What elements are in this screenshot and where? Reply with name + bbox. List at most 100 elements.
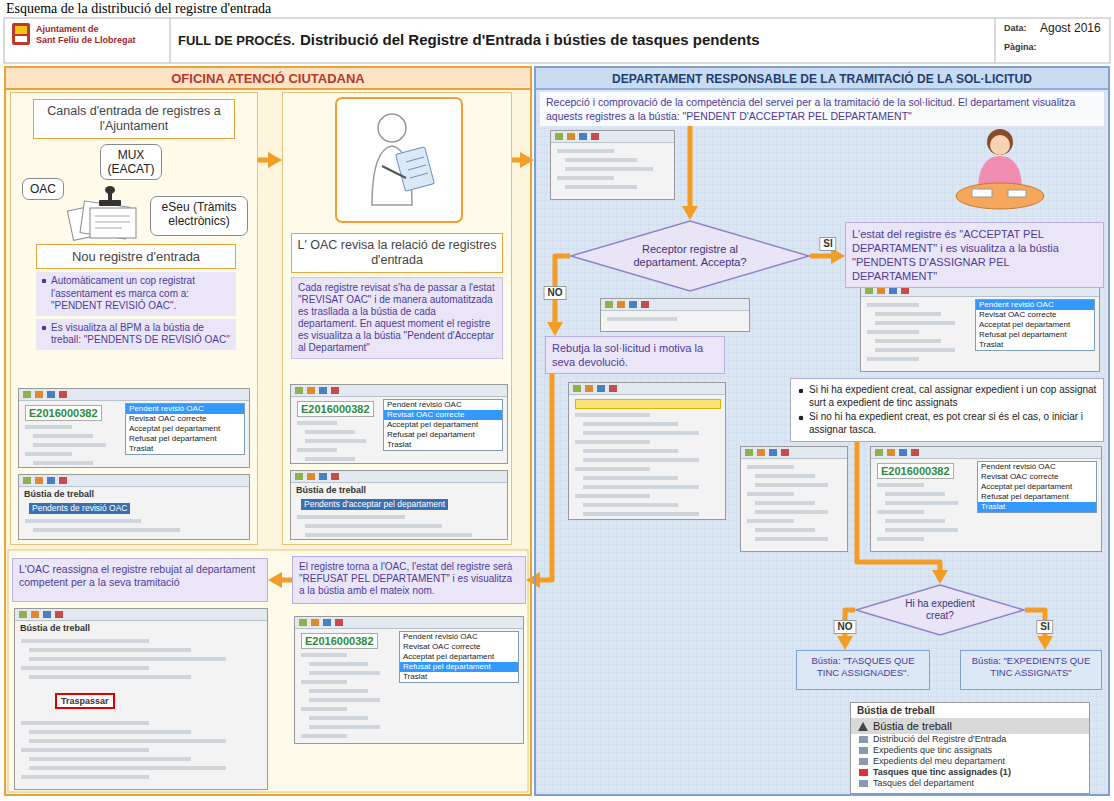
node-text: Distribució del Registre d'Entrada: [851, 734, 1089, 745]
toolbar-icon: [311, 619, 319, 626]
node-text: Nou registre d'entrada: [36, 244, 236, 269]
note-box: Si hi ha expedient creat, cal assignar e…: [790, 378, 1104, 442]
status-option: Revisat OAC correcte: [384, 410, 502, 420]
form-row: [309, 725, 380, 729]
node-text: Bústia de treball: [851, 703, 1089, 718]
form-row: [867, 303, 919, 307]
department-grid: [534, 88, 1110, 796]
form-row: [885, 528, 958, 532]
toolbar-icon: [307, 387, 315, 394]
warning-bar: [575, 399, 721, 409]
status-option: Refusat pel departament: [384, 430, 502, 440]
status-dropdown: Pendent revisió OACRevisat OAC correcteA…: [977, 461, 1097, 513]
status-option: Pendent revisió OAC: [384, 400, 502, 410]
status-option: Revisat OAC correcte: [126, 414, 244, 424]
node-text: Recepció i comprovació de la competència…: [540, 92, 1104, 126]
toolbar-icon: [307, 473, 315, 480]
toolbar-icon: [47, 477, 55, 484]
toolbar-icon: [567, 133, 575, 140]
status-option: Pendent revisió OAC: [126, 404, 244, 414]
status-option: Refusat pel departament: [978, 492, 1096, 502]
app-screenshot: [568, 382, 726, 520]
panel-title: Bústia de treball: [24, 489, 94, 499]
form-row: [575, 413, 650, 417]
toolbar-icon: [331, 387, 339, 394]
action-button: Traspassar: [55, 693, 115, 709]
form-row: [29, 757, 191, 761]
status-option: Traslat: [400, 672, 518, 682]
decision-diamond: Receptor registre al departament. Accept…: [570, 220, 810, 292]
status-dropdown: Pendent revisió OACRevisat OAC correcteA…: [383, 399, 503, 451]
node-text: Tasques que tinc assignades (1): [851, 767, 1089, 778]
toolbar-icon: [875, 449, 883, 456]
form-row: [297, 515, 405, 519]
node-text: Cada registre revisat s'ha de passar a l…: [291, 277, 503, 359]
form-row: [301, 653, 347, 657]
node-text: Receptor registre al departament. Accept…: [630, 243, 750, 269]
app-screenshot: Bústia de treballPendents d'acceptar pel…: [290, 470, 508, 540]
app-screenshot: E2016000382Pendent revisió OACRevisat OA…: [294, 616, 524, 744]
toolbar-icon: [31, 611, 39, 618]
form-row: [583, 449, 678, 453]
app-screenshot: E2016000382Pendent revisió OACRevisat OA…: [18, 388, 250, 468]
form-row: [747, 465, 794, 469]
diamond-content: Receptor registre al departament. Accept…: [570, 220, 810, 292]
form-row: [575, 494, 650, 498]
form-row: [29, 766, 226, 770]
form-row: [755, 510, 828, 514]
toolbar-icon: [35, 391, 43, 398]
node-text: Hi ha expedient creat?: [898, 598, 983, 622]
form-row: [309, 689, 368, 693]
form-row: [301, 707, 347, 711]
status-option: Acceptat pel departament: [976, 320, 1094, 330]
toolbar-icon: [617, 301, 625, 308]
form-row: [877, 510, 924, 514]
node-text: Es visualitza al BPM a la bústia de treb…: [36, 319, 236, 350]
toolbar-icon: [19, 611, 27, 618]
form-row: [755, 474, 815, 478]
status-option: Traslat: [384, 440, 502, 450]
toolbar-icon: [295, 387, 303, 394]
toolbar-icon: [573, 385, 581, 392]
record-number: E2016000382: [297, 401, 374, 417]
form-row: [755, 483, 828, 487]
node-text: Si no hi ha expedient creat, es pot crea…: [797, 410, 1097, 437]
selected-folder: Pendents d'acceptar pel departament: [301, 499, 448, 510]
diamond-content: Hi ha expedient creat?: [855, 584, 1025, 636]
form-row: [29, 730, 191, 734]
node-text: Canals d'entrada de registres a l'Ajunta…: [33, 99, 235, 139]
form-row: [885, 492, 945, 496]
toolbar-icon: [591, 133, 599, 140]
status-option: Pendent revisió OAC: [976, 300, 1094, 310]
form-row: [583, 503, 678, 507]
form-row: [21, 748, 149, 752]
form-row: [309, 698, 380, 702]
edge-label: SI: [819, 237, 836, 251]
app-screenshot: [600, 298, 750, 332]
header-divider: [995, 18, 996, 63]
form-row: [877, 483, 924, 487]
swimlane: DEPARTAMENT RESPONSABLE DE LA TRAMITACIÓ…: [534, 66, 1110, 796]
node-text: Tasques del departament: [851, 778, 1089, 789]
node-text: Si hi ha expedient creat, cal assignar e…: [797, 383, 1097, 410]
form-row: [29, 648, 191, 652]
form-row: [309, 716, 368, 720]
status-dropdown: Pendent revisió OACRevisat OAC correcteA…: [399, 631, 519, 683]
form-row: [755, 528, 815, 532]
form-row: [29, 739, 226, 743]
step-panel: Canals d'entrada de registres a l'Ajunta…: [10, 92, 258, 545]
status-option: Acceptat pel departament: [400, 652, 518, 662]
form-row: [867, 330, 919, 334]
toolbar-icon: [319, 473, 327, 480]
node-text: L'OAC reassigna el registre rebujat al d…: [13, 559, 267, 593]
toolbar-icon: [901, 287, 909, 294]
form-row: [885, 519, 945, 523]
toolbar-icon: [585, 385, 593, 392]
form-row: [565, 185, 637, 189]
toolbar-icon: [877, 287, 885, 294]
form-row: [305, 439, 366, 443]
node-text: DEPARTAMENT RESPONSABLE DE LA TRAMITACIÓ…: [536, 68, 1108, 90]
decision-diamond: Hi ha expedient creat?: [855, 584, 1025, 636]
form-row: [583, 485, 699, 489]
step-panel: L' OAC revisa la relació de registres d'…: [282, 92, 512, 545]
